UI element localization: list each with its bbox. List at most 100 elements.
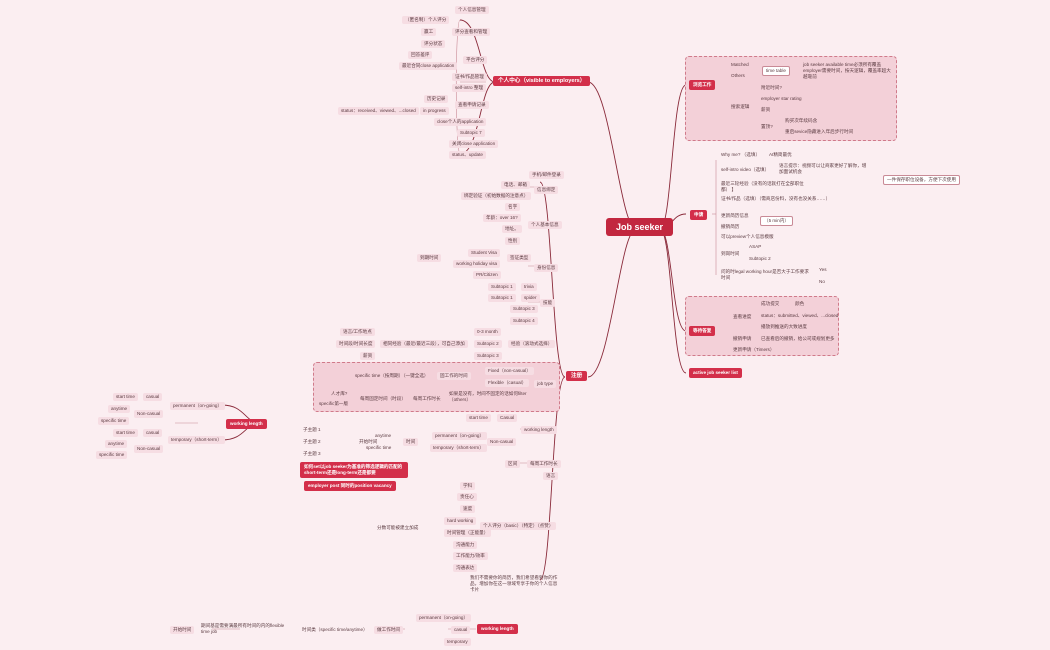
pr-node[interactable]: PR/Citizen <box>473 271 501 279</box>
left-non-casual-b[interactable]: Non-casual <box>134 445 164 453</box>
time-table-node[interactable]: time table <box>762 66 790 76</box>
salary-node[interactable]: 薪资 <box>761 107 771 112</box>
hard-working-node[interactable]: hard working <box>444 517 477 525</box>
left-specific-a[interactable]: specific time <box>98 417 130 425</box>
gender-node[interactable]: 性别 <box>505 237 521 245</box>
sub2-node[interactable]: 子主题 2 <box>303 439 321 444</box>
labels-node[interactable]: 个人评分（basic）（特定）（点赞） <box>480 522 557 530</box>
permanent-node[interactable]: permanent（on-going） <box>432 432 488 440</box>
self-intro-mgmt-node[interactable]: self-intro 整理 <box>452 84 487 92</box>
subtopic7-node[interactable]: Subtopic 7 <box>457 129 485 137</box>
non-casual-node[interactable]: Non-casual <box>487 438 517 446</box>
yes-node[interactable]: Yes <box>819 267 827 272</box>
anytime-node[interactable]: anytime <box>375 433 392 438</box>
bottom-casual[interactable]: casual <box>451 626 471 634</box>
left-anytime-a[interactable]: anytime <box>108 405 131 413</box>
subtopic4-node[interactable]: Subtopic 4 <box>510 317 538 325</box>
address-node[interactable]: 地址。 <box>502 225 522 233</box>
fixed-node[interactable]: Fixed（non-casual） <box>485 367 534 375</box>
start-time2-node[interactable]: start time <box>466 414 491 422</box>
weekly-choice-node[interactable]: 每周工作时长 <box>413 396 441 401</box>
casual-node[interactable]: Casual <box>497 414 518 422</box>
job-type-node[interactable]: job type <box>534 380 557 388</box>
history-node[interactable]: 查看申请记录 <box>455 101 489 109</box>
progress-hint-node[interactable]: 播放到推送的大致进度 <box>761 324 807 329</box>
pin-a-node[interactable]: 购买次年续码含 <box>785 118 818 123</box>
learn-node[interactable]: 学科 <box>460 482 476 490</box>
close-app2-node[interactable]: 关闭close application <box>449 140 499 148</box>
teamwork-node[interactable]: 沟通表达 <box>453 564 478 572</box>
alt-node[interactable]: 区间 <box>505 460 521 468</box>
anon-node[interactable]: （匿名制）个人评分 <box>402 16 450 24</box>
register-node[interactable]: 注册 <box>566 371 588 381</box>
flexible-node[interactable]: Flexible（casual） <box>485 379 530 387</box>
active-list-node[interactable]: active job seeker list <box>689 368 742 378</box>
left-casual-b[interactable]: casual <box>143 429 163 437</box>
trust-node[interactable]: 赢工 <box>421 28 437 36</box>
others-node[interactable]: Others <box>731 73 745 78</box>
bottom-permanent[interactable]: permanent（on-going） <box>416 614 472 622</box>
salary2-node[interactable]: 薪资 <box>360 352 376 360</box>
resume-update-node[interactable]: 更新简历信息 <box>721 213 749 218</box>
week-hours-node[interactable]: 每周工作时长 <box>527 460 561 468</box>
legal-hours-node[interactable]: 问的时legal working hour是否大于工作要求时间 <box>721 269 809 280</box>
specific-time2-node[interactable]: specific time <box>366 445 392 450</box>
bottom-open-time[interactable]: 开始时间 <box>170 626 195 634</box>
left-temporary-b[interactable]: temporary（short-term） <box>168 436 225 444</box>
left-specific-b[interactable]: specific time <box>96 451 128 459</box>
close-app-node[interactable]: 最近合同close application <box>399 62 458 70</box>
feedback-node[interactable]: 回答差评 <box>408 51 433 59</box>
close-personal-node[interactable]: close个人的application <box>434 118 487 126</box>
spider-node[interactable]: spider <box>521 294 540 302</box>
fixed-time-node[interactable]: 固工作的时间 <box>437 372 471 380</box>
visa-type-node[interactable]: 签证类型 <box>507 254 532 262</box>
root-node[interactable]: Job seeker <box>606 218 674 236</box>
resp-node[interactable]: 责任心 <box>457 493 477 501</box>
bind-title-node[interactable]: 信息绑定 <box>534 186 559 194</box>
radius-node[interactable]: 附近时间? <box>761 85 782 90</box>
who-node[interactable]: 人才库? <box>331 391 348 396</box>
left-non-casual-a[interactable]: Non-casual <box>134 410 164 418</box>
phone-login-node[interactable]: 手机/邮件登录 <box>529 171 564 179</box>
exp-node[interactable]: 相同经验（最近/最近三段），可自己添加 <box>380 340 468 348</box>
bind-node[interactable]: 绑定验证（初始数据的注意点） <box>461 192 532 200</box>
in-progress-node[interactable]: in progress <box>420 107 449 115</box>
speed-node[interactable]: 速度 <box>460 505 476 513</box>
left-start-time-a[interactable]: start time <box>113 393 138 401</box>
matched-node[interactable]: Matched <box>731 62 749 67</box>
no-node[interactable]: No <box>819 279 825 284</box>
visa-expire-node[interactable]: 到期时间 <box>417 254 442 262</box>
status-node[interactable]: status：submitted、viewed、...closed <box>761 313 839 318</box>
skills-node[interactable]: 技能 <box>540 299 556 307</box>
basic-info-node[interactable]: 个人基本信息 <box>528 221 562 229</box>
self-intro-node[interactable]: self-intro video（选填） <box>721 167 770 172</box>
bottom-working-length[interactable]: working length <box>477 624 518 634</box>
edit-resume-node[interactable]: 撤销简历 <box>721 224 740 229</box>
loc-node[interactable]: 语言 <box>543 472 559 480</box>
search-logic-node[interactable]: 搜索逻辑 <box>731 104 750 109</box>
success-node[interactable]: 成功提交 <box>761 301 780 306</box>
why-me-node[interactable]: Why me? （选填） <box>721 152 761 157</box>
status-update-node[interactable]: status、update <box>449 151 486 159</box>
trivia-node[interactable]: trivia <box>521 283 537 291</box>
cert-node[interactable]: 证书/作品（选填）（需商店份料，没有也没关系……） <box>721 196 831 201</box>
exp-title-node[interactable]: 经验（滚动式选择） <box>508 340 556 348</box>
verify-code-node[interactable]: 电话、邮箱 <box>501 181 530 189</box>
bottom-temporary[interactable]: temporary <box>444 638 471 646</box>
subtopic3-node[interactable]: Subtopic 3 <box>510 305 538 313</box>
labels-title-node[interactable]: 分数可能被建立加成 <box>377 525 419 530</box>
sub3-node[interactable]: 子主题 3 <box>303 451 321 456</box>
preview-node[interactable]: 可以preview个人信息模版 <box>721 234 774 239</box>
left-working-length[interactable]: working length <box>226 419 267 429</box>
left-start-time-b[interactable]: start time <box>113 429 138 437</box>
specific-time-node[interactable]: specific time（按周期）（一键全选） <box>355 373 429 378</box>
time-pref-node[interactable]: 时间段/时间长度 <box>336 340 376 348</box>
left-casual-a[interactable]: casual <box>143 393 163 401</box>
browse-node[interactable]: 浏览工作 <box>689 80 716 90</box>
comm-node[interactable]: 沟通能力 <box>453 541 478 549</box>
status-line-node[interactable]: status：received、viewed、...closed <box>338 107 419 115</box>
cert-mgmt-node[interactable]: 证书/作品管理 <box>452 73 487 81</box>
withdraw-node[interactable]: 撤销申请 <box>733 336 752 341</box>
view-progress-node[interactable]: 查看进度 <box>733 314 752 319</box>
work-exp-node[interactable]: 工作能力/效率 <box>453 552 488 560</box>
